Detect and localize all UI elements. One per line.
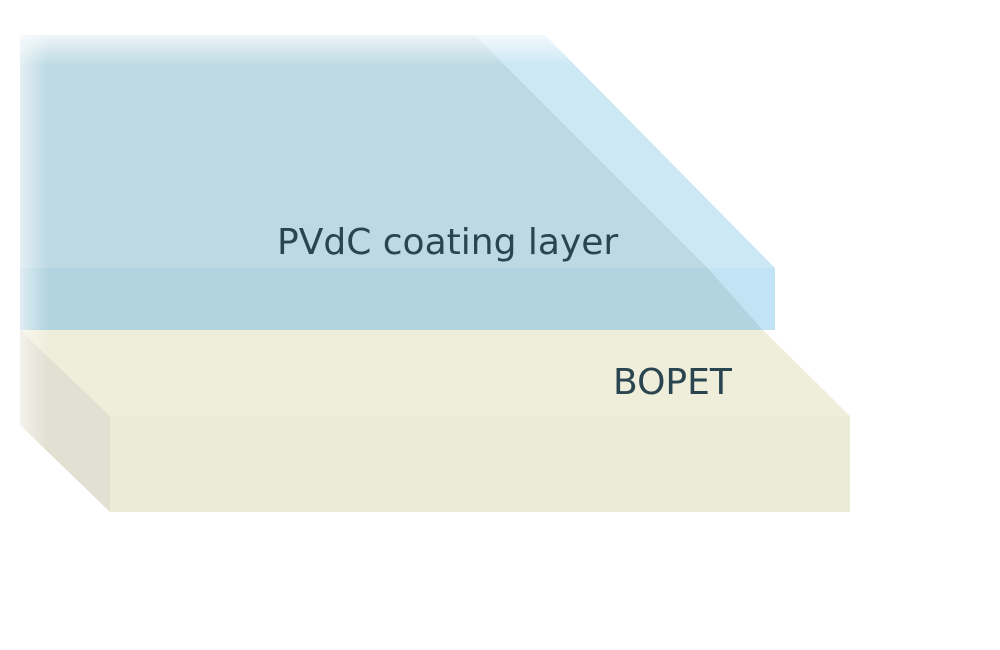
pvdc-layer xyxy=(20,35,775,330)
pvdc-front-face xyxy=(20,268,763,330)
left-fade xyxy=(0,0,48,520)
top-fade xyxy=(0,25,600,65)
bopet-front-face xyxy=(110,416,850,512)
pvdc-top-face xyxy=(20,35,708,268)
pvdc-label: PVdC coating layer xyxy=(277,222,618,263)
bopet-layer xyxy=(20,330,850,512)
pvdc-edge-front xyxy=(708,268,775,330)
bopet-label: BOPET xyxy=(613,362,733,403)
pvdc-edge-top xyxy=(475,35,775,268)
bopet-top-face xyxy=(20,330,850,416)
top-mask xyxy=(0,0,1000,26)
